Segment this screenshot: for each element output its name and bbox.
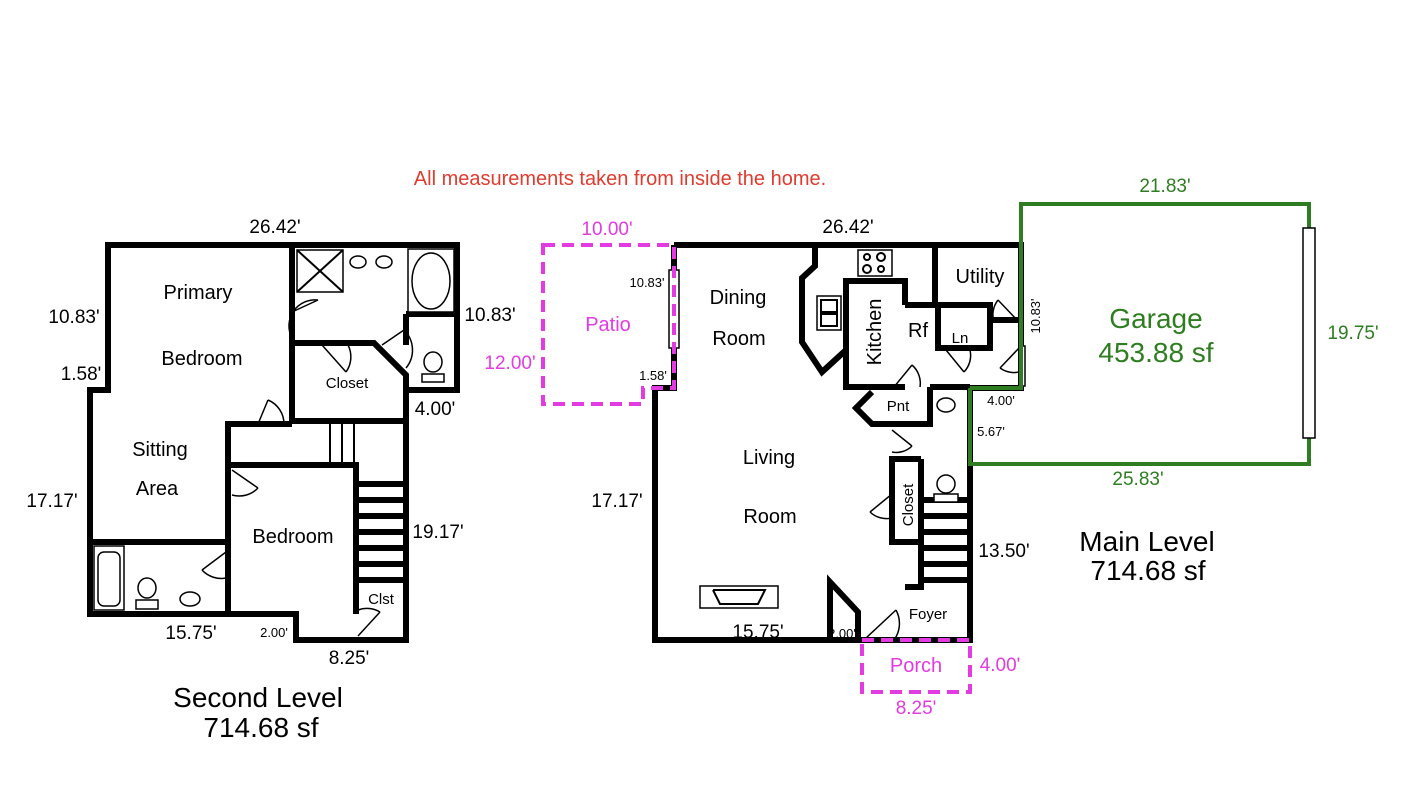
- dining-label-1: Dining: [710, 287, 767, 309]
- primary-bedroom-label-1: Primary: [164, 282, 233, 304]
- main-left-lower-dim: 17.17': [591, 491, 642, 512]
- patio-label: Patio: [585, 314, 631, 336]
- bath2-sink-icon: [179, 591, 201, 607]
- main-bottom-left-dim: 15.75': [732, 622, 783, 643]
- second-bottom-left-dim: 15.75': [165, 623, 216, 644]
- second-level-title: Second Level: [173, 682, 343, 713]
- main-right-jog-dim: 4.00': [987, 393, 1015, 408]
- sitting-area-label-1: Sitting: [132, 439, 188, 461]
- stove-icon: [857, 249, 893, 277]
- closet-label: Closet: [900, 483, 917, 526]
- kitchen-counter: [799, 245, 849, 377]
- second-bottom-step-dim: 2.00': [260, 625, 288, 640]
- second-top-dim: 26.42': [249, 217, 300, 238]
- kitchen-wall: [843, 278, 908, 390]
- kitchen-utility-wall: [905, 302, 993, 351]
- second-level-plan: [87, 242, 460, 643]
- ln-label: Ln: [952, 330, 969, 347]
- garage-bottom-dim: 25.83': [1112, 469, 1163, 490]
- porch-outline: [860, 638, 972, 694]
- porch-label: Porch: [890, 655, 942, 677]
- toilet-icon: [421, 351, 445, 383]
- double-sink-icon: [349, 255, 393, 269]
- main-level-title: Main Level: [1079, 526, 1214, 557]
- garage-door-icon: [1302, 227, 1316, 439]
- garage-area: 453.88 sf: [1098, 337, 1213, 368]
- foyer-label: Foyer: [909, 606, 947, 623]
- main-top-dim: 26.42': [822, 217, 873, 238]
- bath-closet-wall: [292, 340, 409, 390]
- dining-label-2: Room: [712, 328, 765, 350]
- measurement-note: All measurements taken from inside the h…: [414, 168, 826, 190]
- kitchen-sink-icon: [816, 295, 842, 331]
- second-bottom-right-dim: 8.25': [329, 648, 370, 669]
- utility-label: Utility: [956, 266, 1005, 288]
- second-right-jog-dim: 4.00': [415, 399, 456, 420]
- main-right-step-dim: 5.67': [977, 424, 1005, 439]
- main-closet-wall: [889, 456, 921, 545]
- pnt-label: Pnt: [887, 398, 910, 415]
- second-level-doors: [201, 299, 414, 637]
- closet-label: Closet: [326, 375, 369, 392]
- bedroom-label: Bedroom: [252, 526, 333, 548]
- main-right-lower-dim: 13.50': [978, 541, 1029, 562]
- living-label-1: Living: [743, 447, 795, 469]
- patio-outline: [541, 243, 676, 406]
- fireplace-icon: [699, 585, 779, 609]
- sitting-area-label-2: Area: [136, 478, 179, 500]
- garage-right-dim: 19.75': [1327, 323, 1378, 344]
- bath2-tub-icon: [93, 545, 125, 611]
- second-level-stairs: [329, 424, 404, 567]
- rf-label: Rf: [908, 320, 928, 342]
- main-left-jog-dim: 1.58': [639, 368, 667, 383]
- pantry-wall: [851, 387, 933, 427]
- patio-top-dim: 10.00': [581, 219, 632, 240]
- garage-top-dim: 21.83': [1139, 176, 1190, 197]
- primary-shower-icon: [296, 249, 344, 293]
- main-left-upper-dim: 10.83': [629, 275, 664, 290]
- patio-side-dim: 12.00': [484, 353, 535, 374]
- garage-outline: [968, 202, 1311, 466]
- half-bath-toilet-icon: [933, 474, 959, 503]
- main-bottom-step-dim: 2.00': [828, 626, 856, 641]
- hall-wall: [225, 421, 292, 614]
- porch-bottom-dim: 8.25': [896, 698, 937, 719]
- garage-label: Garage: [1109, 303, 1202, 334]
- kitchen-label: Kitchen: [864, 299, 886, 366]
- primary-bedroom-label-2: Bedroom: [161, 348, 242, 370]
- second-left-lower-dim: 17.17': [26, 491, 77, 512]
- second-right-upper-dim: 10.83': [464, 305, 515, 326]
- second-left-jog-dim: 1.58': [61, 364, 102, 385]
- half-bath-sink-icon: [936, 397, 956, 413]
- bath2-toilet-icon: [135, 577, 159, 610]
- garage-plan: [968, 202, 1316, 466]
- main-level-area: 714.68 sf: [1090, 555, 1205, 586]
- main-right-small-dim: 10.83': [1028, 298, 1043, 333]
- second-left-upper-dim: 10.83': [48, 307, 99, 328]
- second-level-area: 714.68 sf: [203, 712, 318, 743]
- second-right-lower-dim: 19.17': [412, 522, 463, 543]
- second-level-outer-wall: [87, 242, 460, 643]
- bathtub-icon: [407, 248, 455, 313]
- clst-label: Clst: [368, 591, 395, 608]
- living-label-2: Room: [743, 506, 796, 528]
- main-level-stairs: [922, 497, 968, 583]
- porch-side-dim: 4.00': [980, 655, 1021, 676]
- bedroom-wall: [228, 462, 359, 614]
